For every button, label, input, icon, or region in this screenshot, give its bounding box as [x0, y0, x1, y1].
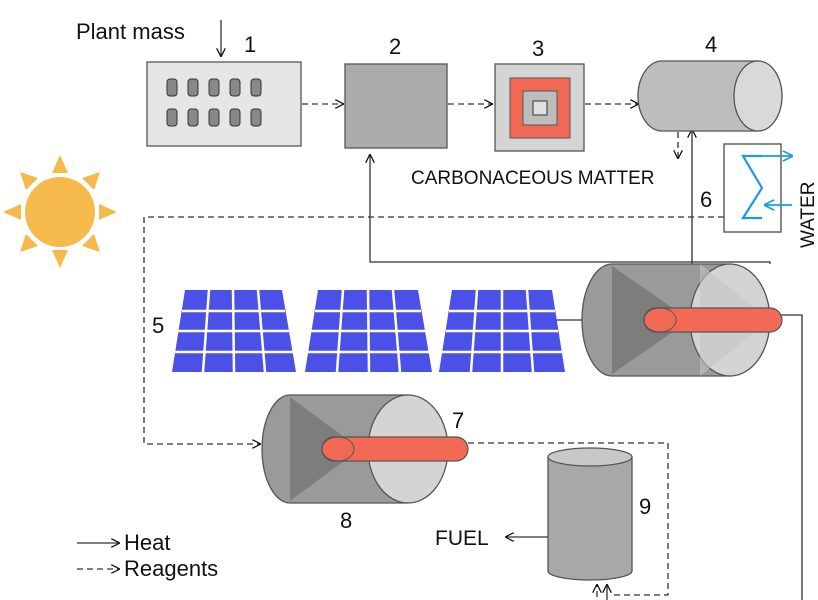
unit-2-box	[344, 63, 448, 149]
unit-8-concentrator	[261, 394, 469, 504]
solar-panel-2	[305, 289, 432, 373]
unit-6-heat-exchanger	[723, 143, 792, 233]
heat-flow-to-2	[370, 155, 771, 264]
heat-flow-right-return	[778, 314, 803, 600]
solar-panel-1	[172, 289, 296, 373]
unit-6-number: 6	[700, 187, 712, 212]
sun-icon	[3, 155, 117, 268]
heat-flows	[221, 20, 803, 600]
solar-panel-3	[439, 289, 565, 373]
unit-1-box	[146, 61, 302, 147]
reagent-flow-6-8	[143, 216, 724, 444]
reagent-flows	[143, 104, 724, 597]
legend-heat-label: Heat	[124, 530, 170, 555]
unit-7-number: 7	[452, 408, 464, 433]
legend-reagents-label: Reagents	[124, 556, 218, 581]
solar-panels	[172, 289, 565, 373]
unit-9-number: 9	[639, 494, 651, 519]
unit-8-number: 8	[340, 508, 352, 533]
receiver-tube-upper	[643, 307, 783, 333]
unit-1-number: 1	[244, 32, 256, 57]
unit-7-receiver-tube	[321, 436, 469, 462]
unit-3-number: 3	[532, 36, 544, 61]
unit-5-number: 5	[152, 313, 164, 338]
unit-4-cylinder	[637, 60, 783, 132]
carbonaceous-matter-label: CARBONACEOUS MATTER	[411, 168, 655, 189]
plant-mass-label: Plant mass	[76, 19, 185, 44]
unit-2-number: 2	[389, 34, 401, 59]
unit-3-box	[494, 63, 585, 152]
unit-9-fuel-tank	[547, 447, 633, 581]
unit-4-number: 4	[705, 32, 717, 57]
solar-concentrator-upper	[581, 263, 783, 377]
reagent-flow-7-9	[468, 442, 669, 596]
fuel-label: FUEL	[435, 527, 489, 550]
water-label: WATER	[798, 182, 818, 249]
